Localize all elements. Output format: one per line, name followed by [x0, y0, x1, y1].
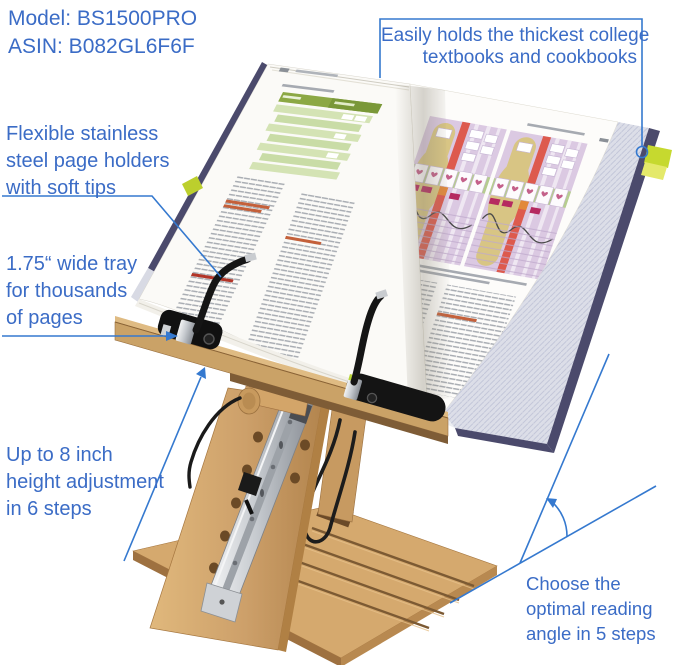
page-holders-line-1: Flexible stainless: [6, 123, 159, 145]
page-holders-line-2: steel page holders: [6, 150, 170, 172]
tray-line-1: 1.75“ wide tray: [6, 253, 138, 275]
soft-tip-left: [244, 252, 257, 263]
sticky-tabs: [182, 145, 672, 196]
tray-clamp-left: [157, 309, 223, 350]
angle-line-1: Choose the: [526, 573, 621, 594]
page-holders-line-3: with soft tips: [6, 177, 117, 199]
angle-line-base: [449, 485, 657, 604]
height-leader-line: [123, 376, 202, 562]
model-info: Model: BS1500PRO ASIN: B082GL6F6F: [8, 5, 197, 61]
tray-arrow-icon: [166, 331, 178, 341]
height-arrow-icon: [196, 367, 206, 379]
height-line-3: in 6 steps: [6, 498, 92, 520]
height-adjustment-annotation: Up to 8 inch height adjustment in 6 step…: [6, 442, 164, 523]
tray-annotation: 1.75“ wide tray for thousands of pages: [6, 251, 137, 332]
angle-arc-icon: [551, 501, 568, 538]
book-gutter: [395, 84, 452, 402]
angle-arrow-icon: [546, 498, 557, 508]
capacity-annotation: Easily holds the thickest college textbo…: [381, 25, 650, 69]
page-holder-arm-left: [192, 255, 252, 334]
tray-line-3: of pages: [6, 307, 83, 329]
page-holders-leader-line: [2, 195, 222, 278]
reading-angle-annotation: Choose the optimal reading angle in 5 st…: [526, 571, 656, 646]
page-holder-arm-right: [350, 292, 385, 386]
tray-line-2: for thousands: [6, 280, 128, 302]
angle-line-steep: [519, 353, 610, 564]
book-cover-edge: [148, 62, 660, 453]
slide-rail: [200, 393, 314, 623]
flex-cable-right: [302, 418, 357, 544]
angle-grooves: [275, 526, 475, 630]
height-line-1: Up to 8 inch: [6, 444, 113, 466]
annotation-graphics: [2, 18, 657, 604]
soft-tip-right: [375, 289, 388, 300]
angle-line-2: optimal reading: [526, 598, 653, 619]
model-label: Model: BS1500PRO: [8, 7, 198, 30]
capacity-line-1: Easily holds the thickest college: [381, 25, 650, 46]
pivot-knob: [237, 385, 309, 417]
flex-cable-left: [187, 396, 242, 489]
left-page-content: [171, 67, 383, 362]
height-line-2: height adjustment: [6, 471, 164, 493]
capacity-line-2: textbooks and cookbooks: [422, 47, 637, 68]
page-holders-annotation: Flexible stainless steel page holders wi…: [6, 121, 169, 202]
angle-line-3: angle in 5 steps: [526, 623, 656, 644]
rail-latch: [238, 472, 262, 496]
capacity-callout-box: [379, 18, 643, 146]
thickness-marker-circle: [635, 145, 649, 159]
asin-label: ASIN: B082GL6F6F: [8, 35, 195, 58]
book-stand-illustration: [132, 385, 498, 665]
page-fore-edge: [443, 122, 649, 444]
